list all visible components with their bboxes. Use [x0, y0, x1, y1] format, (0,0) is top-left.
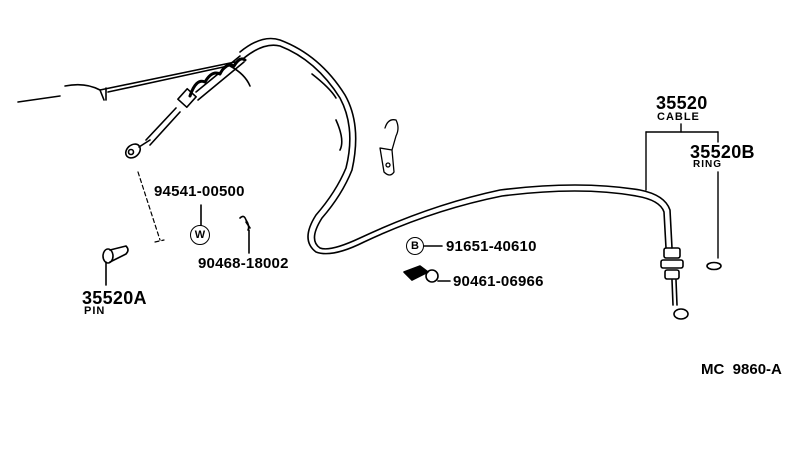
grommet-90461-shape	[403, 265, 451, 283]
cable-end-left	[124, 55, 247, 159]
washer-symbol: W	[190, 225, 210, 245]
cable-end-right	[660, 247, 689, 320]
clip-bracket	[379, 119, 399, 176]
cable	[239, 37, 673, 255]
cable-callout-bracket	[645, 123, 719, 259]
dashed-guide-line	[137, 171, 165, 243]
part-number-pin: 35520A	[82, 288, 147, 308]
part-number-ring: 35520B	[690, 142, 755, 162]
bolt-symbol-letter: B	[411, 239, 419, 252]
ring-35520b-shape	[706, 261, 722, 271]
washer-symbol-letter: W	[194, 228, 206, 241]
clip-90468-shape	[239, 215, 251, 254]
diagram-code: MC 9860-A	[701, 361, 782, 378]
part-number-bolt: 91651-40610	[446, 238, 537, 255]
part-name-ring: RING	[693, 159, 722, 170]
part-name-pin: PIN	[84, 305, 106, 317]
body-outline	[17, 61, 251, 103]
pin-35520a-shape	[102, 245, 129, 286]
part-name-cable: CABLE	[657, 111, 700, 123]
part-number-washer: 94541-00500	[154, 183, 245, 200]
part-number-clip: 90468-18002	[198, 255, 289, 272]
bolt-symbol: B	[406, 237, 424, 255]
part-number-grommet: 90461-06966	[453, 273, 544, 290]
part-number-cable: 35520	[656, 93, 708, 113]
